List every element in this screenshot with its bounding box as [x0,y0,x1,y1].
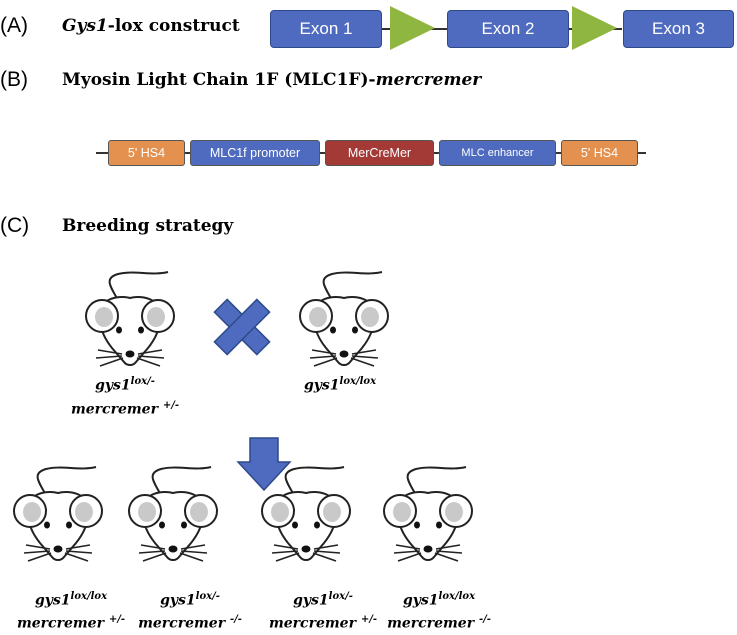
offspring-4-cre-allele: -/- [478,613,491,625]
panel-b-title-italic: mercremer [375,70,482,90]
parent-1-cre: mercremer [70,401,158,418]
offspring-2-cre: mercremer [138,615,226,632]
hs4-insulator-right: 5' HS4 [561,140,638,166]
panel-a-title: Gys1-lox construct [62,16,240,36]
offspring-2-cre-allele: -/- [229,613,242,625]
mouse-parent-1-icon [72,270,190,374]
mouse-offspring-2-icon [115,465,233,569]
parent-2-genotype: gys1lox/lox [285,376,395,394]
offspring-1-genotype: gys1lox/lox mercremer +/- [16,591,126,631]
offspring-3-cre-allele: +/- [360,613,378,625]
offspring-4-gene: gys1 [402,592,439,609]
mlc-enhancer-box: MLC enhancer [439,140,556,166]
parent-2-gene-allele: lox/lox [339,376,377,387]
mouse-parent-2-icon [286,270,404,374]
panel-c-label: (C) [0,214,30,237]
parent-2-gene: gys1 [303,377,340,394]
exon-3-box: Exon 3 [623,10,734,48]
mouse-offspring-3-icon [248,465,366,569]
down-arrow-icon [236,437,292,492]
offspring-2-gene: gys1 [160,592,196,609]
mercremer-box: MerCreMer [325,140,434,166]
panel-a-label: (A) [0,14,28,37]
offspring-4-cre: mercremer [387,615,475,632]
cross-icon [213,298,271,356]
mouse-offspring-4-icon [370,465,488,569]
mouse-offspring-1-icon [0,465,118,569]
offspring-1-cre: mercremer [16,615,104,632]
offspring-1-gene: gys1 [34,592,71,609]
parent-1-gene: gys1 [95,377,131,394]
offspring-2-genotype: gys1lox/- mercremer -/- [135,591,245,631]
offspring-3-genotype: gys1lox/- mercremer +/- [268,591,378,631]
offspring-1-gene-allele: lox/lox [70,591,108,602]
offspring-3-cre: mercremer [268,615,356,632]
offspring-3-gene: gys1 [293,592,329,609]
panel-b-title: Myosin Light Chain 1F (MLC1F)-mercremer [62,70,481,90]
offspring-4-gene-allele: lox/lox [438,591,476,602]
offspring-3-gene-allele: lox/- [328,591,353,602]
offspring-2-gene-allele: lox/- [195,591,220,602]
panel-b-label: (B) [0,68,28,91]
hs4-insulator-left: 5' HS4 [108,140,185,166]
parent-1-gene-allele: lox/- [130,376,155,387]
parent-1-genotype: gys1lox/- mercremer +/- [70,376,180,417]
mlc1f-promoter-box: MLC1f promoter [190,140,320,166]
loxp-site-1-icon [390,6,435,50]
panel-c-title: Breeding strategy [62,216,234,236]
offspring-1-cre-allele: +/- [108,613,126,625]
loxp-site-2-icon [572,6,617,50]
exon-1-box: Exon 1 [270,10,382,48]
panel-a-title-gene: Gys1 [62,16,108,36]
exon-2-box: Exon 2 [447,10,569,48]
offspring-4-genotype: gys1lox/lox mercremer -/- [384,591,494,631]
parent-1-cre-allele: +/- [162,399,180,411]
panel-a-title-rest: -lox construct [107,16,240,36]
panel-b-title-plain: Myosin Light Chain 1F (MLC1F)- [62,70,376,90]
